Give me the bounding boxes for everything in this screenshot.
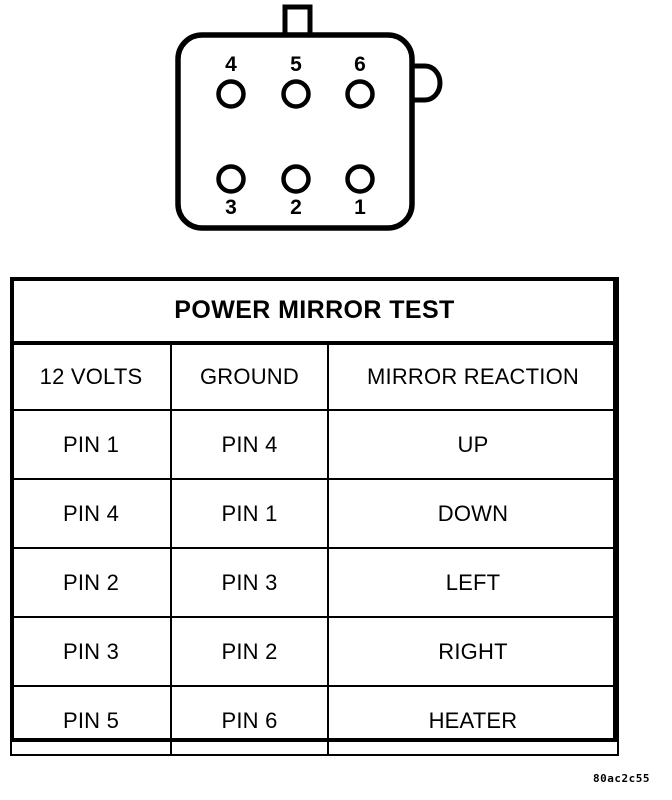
cell-reaction: HEATER	[327, 685, 619, 756]
column-header-ground: GROUND	[170, 342, 329, 411]
cell-ground: PIN 6	[170, 685, 329, 756]
pin-cavity-5	[281, 79, 311, 109]
power-mirror-test-table: POWER MIRROR TEST 12 VOLTS GROUND MIRROR…	[10, 277, 619, 756]
pin-number-1: 1	[354, 196, 366, 219]
cell-volts: PIN 5	[10, 685, 172, 756]
cell-ground: PIN 4	[170, 409, 329, 480]
cell-reaction: UP	[327, 409, 619, 480]
connector-diagram	[175, 4, 443, 231]
connector-side-latch	[410, 63, 443, 103]
cell-reaction: DOWN	[327, 478, 619, 549]
cell-volts: PIN 2	[10, 547, 172, 618]
table-title-row: POWER MIRROR TEST	[10, 277, 619, 345]
table-title: POWER MIRROR TEST	[10, 277, 619, 345]
pin-number-5: 5	[290, 53, 302, 76]
pin-number-4: 4	[225, 53, 237, 76]
cell-volts: PIN 4	[10, 478, 172, 549]
table-row: PIN 1 PIN 4 UP	[10, 409, 619, 480]
pin-cavity-2	[281, 164, 311, 194]
cell-ground: PIN 3	[170, 547, 329, 618]
cell-volts: PIN 1	[10, 409, 172, 480]
cell-reaction: RIGHT	[327, 616, 619, 687]
cell-reaction: LEFT	[327, 547, 619, 618]
table-row: PIN 4 PIN 1 DOWN	[10, 478, 619, 549]
pin-number-6: 6	[354, 53, 366, 76]
column-header-volts: 12 VOLTS	[10, 342, 172, 411]
connector-figure: 4 5 6 3 2 1	[0, 0, 672, 260]
cell-ground: PIN 1	[170, 478, 329, 549]
connector-top-tab	[282, 4, 313, 38]
pin-number-2: 2	[290, 196, 302, 219]
pin-number-3: 3	[225, 196, 237, 219]
table-row: PIN 2 PIN 3 LEFT	[10, 547, 619, 618]
table-header-row: 12 VOLTS GROUND MIRROR REACTION	[10, 342, 619, 411]
pin-cavity-1	[345, 164, 375, 194]
cell-volts: PIN 3	[10, 616, 172, 687]
pin-cavity-6	[345, 79, 375, 109]
table-row: PIN 3 PIN 2 RIGHT	[10, 616, 619, 687]
column-header-reaction: MIRROR REACTION	[327, 342, 619, 411]
cell-ground: PIN 2	[170, 616, 329, 687]
figure-reference-code: 80ac2c55	[593, 772, 650, 785]
pin-cavity-3	[216, 164, 246, 194]
table-row: PIN 5 PIN 6 HEATER	[10, 685, 619, 756]
pin-cavity-4	[216, 79, 246, 109]
